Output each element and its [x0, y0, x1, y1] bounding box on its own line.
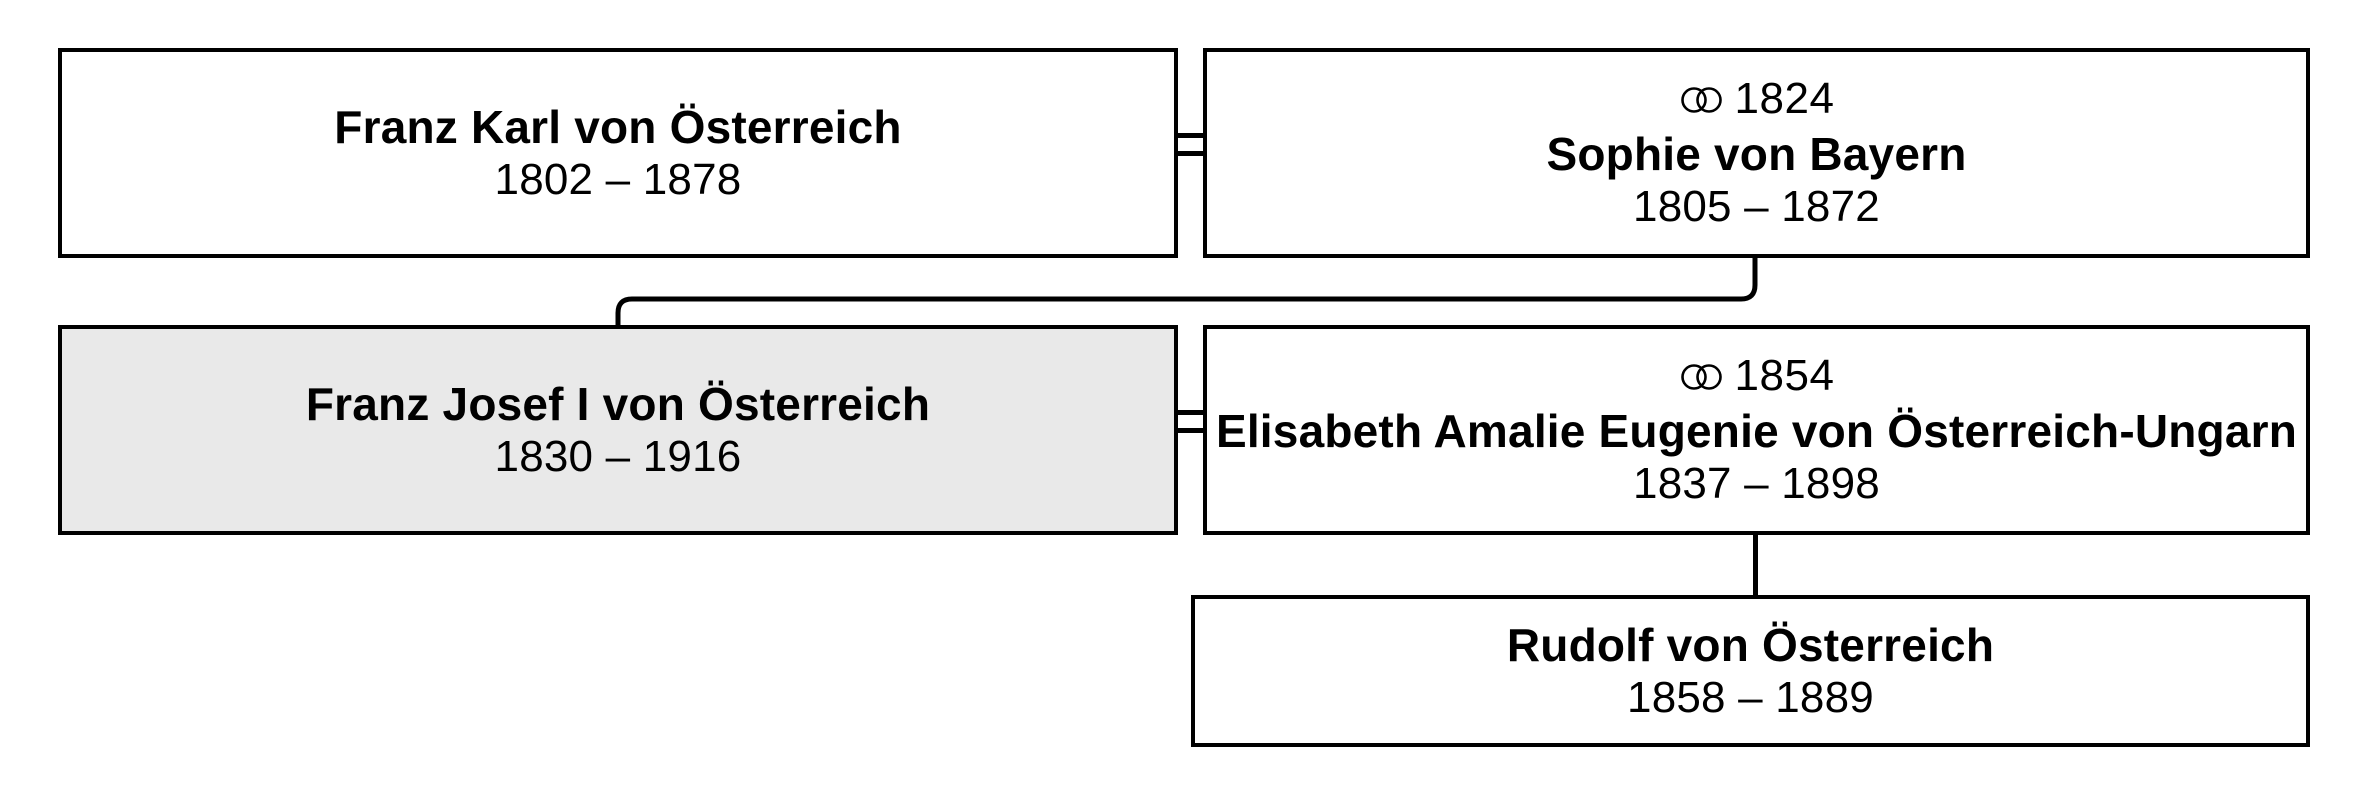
descent-connector-row1-to-row2	[615, 255, 1758, 330]
person-dates: 1858 – 1889	[1627, 673, 1874, 723]
marriage-rings-icon	[1679, 75, 1725, 127]
person-name: Elisabeth Amalie Eugenie von Österreich-…	[1215, 404, 2298, 457]
person-dates: 1802 – 1878	[494, 155, 742, 205]
marriage-rings-icon	[1679, 352, 1725, 404]
person-node-elisabeth[interactable]: 1854 Elisabeth Amalie Eugenie von Österr…	[1203, 325, 2310, 535]
person-name: Rudolf von Österreich	[1506, 618, 1995, 671]
marriage-connector-top-line	[1177, 133, 1203, 138]
person-dates: 1830 – 1916	[494, 432, 742, 482]
descent-connector-row2-to-row3	[1753, 532, 1758, 597]
marriage-connector-bottom-line	[1177, 428, 1203, 433]
person-node-franz-josef[interactable]: Franz Josef I von Österreich 1830 – 1916	[58, 325, 1178, 535]
marriage-connector-bottom-line	[1177, 151, 1203, 156]
marriage-info-elisabeth: 1854	[1679, 350, 1835, 404]
person-node-sophie[interactable]: 1824 Sophie von Bayern 1805 – 1872	[1203, 48, 2310, 258]
marriage-info-sophie: 1824	[1679, 73, 1835, 127]
person-name: Franz Josef I von Österreich	[305, 377, 931, 430]
marriage-connector-top-line	[1177, 410, 1203, 415]
person-dates: 1837 – 1898	[1633, 459, 1880, 509]
person-node-franz-karl[interactable]: Franz Karl von Österreich 1802 – 1878	[58, 48, 1178, 258]
person-name: Sophie von Bayern	[1546, 127, 1967, 180]
person-node-rudolf[interactable]: Rudolf von Österreich 1858 – 1889	[1191, 595, 2310, 747]
person-name: Franz Karl von Österreich	[334, 100, 902, 153]
marriage-year: 1854	[1734, 350, 1835, 400]
person-dates: 1805 – 1872	[1633, 182, 1880, 232]
marriage-year: 1824	[1734, 73, 1835, 123]
